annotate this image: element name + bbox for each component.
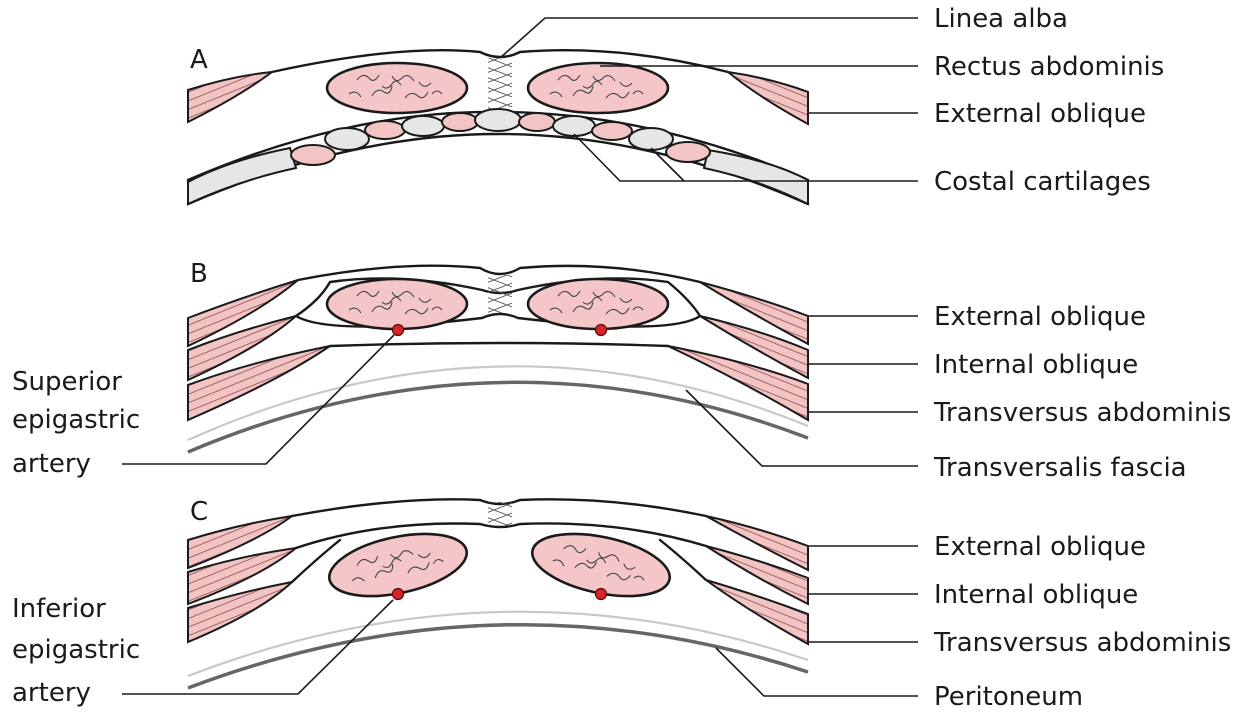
label-superior-epigastric-line3: artery [12,449,91,479]
panel-c-label: C [190,497,208,527]
label-internal-oblique-c: Internal oblique [934,580,1138,610]
sheath-outer-b [296,264,702,284]
label-external-oblique-a: External oblique [934,99,1146,129]
label-inferior-epigastric-line1: Inferior [12,594,106,624]
label-inferior-epigastric-line3: artery [12,678,91,708]
label-rectus-abdominis: Rectus abdominis [934,52,1164,82]
linea-alba-b [488,275,512,313]
internal-oblique-muscle-right-c [705,545,809,606]
leader-inferior-epigastric [122,599,394,695]
leader-transversalis-fascia [685,389,918,467]
label-linea-alba: Linea alba [934,4,1068,34]
label-transversus-c: Transversus abdominis [933,628,1231,658]
rectus-abdominis-right-a [526,61,670,115]
external-oblique-muscle-right-b [699,281,809,346]
peritoneum-b [187,380,809,454]
label-internal-oblique-b: Internal oblique [934,350,1138,380]
leader-superior-epigastric [122,334,395,465]
leader-linea-alba [499,17,918,59]
label-peritoneum: Peritoneum [934,682,1083,712]
external-oblique-muscle-right [724,70,809,126]
external-oblique-muscle-right-c [705,515,809,572]
transversalis-fascia-b [187,365,809,442]
costal-cartilage [628,127,674,151]
rib-right [702,148,809,206]
panel-b: B [12,259,1231,483]
rectus-abdominis-right-b [526,277,670,331]
costal-cartilage [552,115,596,137]
sheath-deep-b [328,341,670,348]
transversalis-fascia-c [187,610,809,678]
external-oblique-muscle-left [187,70,276,124]
panel-c: C Ex [12,497,1231,712]
label-superior-epigastric-line1: Superior [12,367,122,397]
label-transversus-b: Transversus abdominis [933,398,1231,428]
sheath-inner-c [290,538,708,584]
rectus-abdominis-left-a [325,61,469,115]
transversus-muscle-right-b [667,345,809,422]
label-inferior-epigastric-line2: epigastric [12,635,140,665]
costal-cartilage [401,115,445,137]
costal-cartilage [474,108,522,132]
leader-peritoneum [715,647,918,697]
inferior-epigastric-artery-left [391,587,405,601]
inferior-epigastric-artery-right [594,587,608,601]
costal-cartilage [324,127,370,151]
panel-b-label: B [190,259,208,289]
sheath-mid-c [294,522,708,550]
sheath-posterior-b [294,312,702,328]
linea-alba-a [488,58,512,114]
transversus-muscle-right-c [705,579,809,646]
superior-epigastric-artery-left [391,323,405,337]
label-superior-epigastric-line2: epigastric [12,405,140,435]
rib-left [187,146,298,206]
panel-a: A [186,4,1164,206]
peritoneum-c [187,622,809,690]
label-transversalis-fascia: Transversalis fascia [933,453,1187,483]
rectus-abdominis-left-b [325,277,469,331]
panel-a-label: A [190,45,208,75]
internal-oblique-muscle-right-b [699,315,809,380]
label-external-oblique-b: External oblique [934,302,1146,332]
costal-chain [290,108,711,166]
superior-epigastric-artery-right [594,323,608,337]
label-external-oblique-c: External oblique [934,532,1146,562]
leader-costal-cartilages [573,133,918,182]
label-costal-cartilages: Costal cartilages [934,167,1151,197]
linea-alba-c [488,502,512,526]
